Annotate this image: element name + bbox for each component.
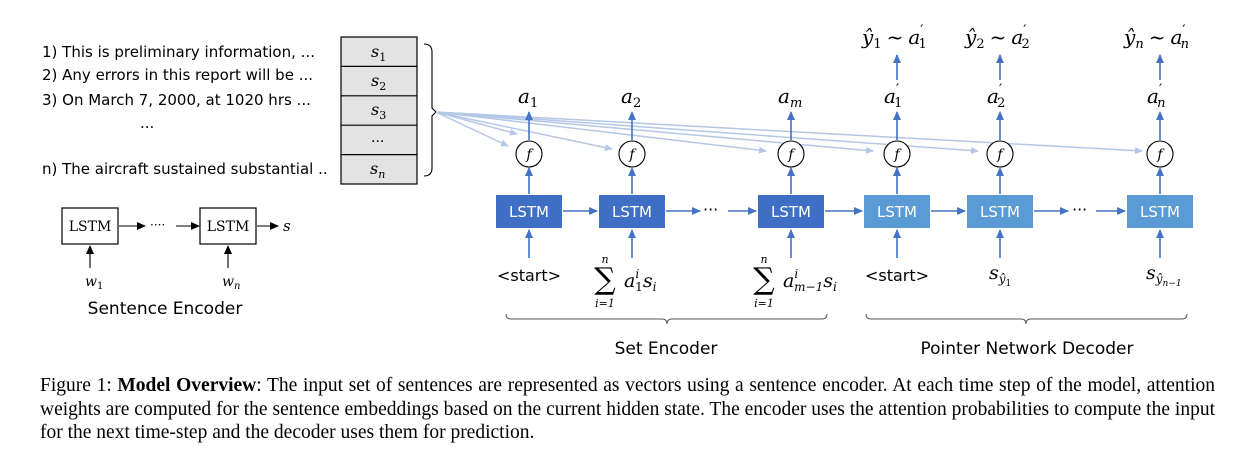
svg-text:i=1: i=1 (595, 297, 615, 310)
attention-functions: f f f f f f (515, 140, 1174, 168)
svg-text:n: n (760, 253, 767, 266)
svg-text:LSTM: LSTM (509, 203, 549, 221)
stack-bracket (423, 43, 437, 177)
svg-text:f: f (628, 147, 637, 163)
am-label: am (778, 84, 802, 111)
stack-sn: sn (370, 159, 385, 181)
word-w1: w1 (85, 274, 103, 292)
svg-text:∑: ∑ (594, 262, 616, 297)
a2-prime-label: a′2 (987, 82, 1005, 111)
svg-text:f: f (1156, 147, 1165, 163)
decoder-lstm-2 (967, 195, 1033, 228)
svg-text:∑: ∑ (753, 262, 775, 297)
an-prime-label: a′n (1147, 82, 1166, 111)
decoder-start-token: <start> (865, 266, 929, 285)
decoder-input-s-yn-1: sŷn−1 (1146, 262, 1182, 289)
svg-text:f: f (787, 147, 796, 163)
sentence-n: n) The aircraft sustained substantial .. (42, 160, 328, 178)
a1-label: a1 (518, 84, 538, 111)
set-encoder-label: Set Encoder (615, 339, 718, 359)
sentence-3: 3) On March 7, 2000, at 1020 hrs ... (42, 91, 311, 109)
sentence-embedding-stack: s1 s2 s3 ... sn (340, 36, 437, 185)
f-node-1: f (515, 140, 543, 168)
f-node-m: f (777, 140, 805, 168)
decoder-chain-dots: ··· (1072, 200, 1087, 219)
lstm-chain: LSTM LSTM LSTM LSTM LSTM LSTM (496, 195, 1193, 228)
svg-text:LSTM: LSTM (980, 203, 1020, 221)
sentence-lstm-n (199, 207, 257, 245)
yn-prediction: ŷn~a′n (1123, 23, 1189, 52)
svg-text:f: f (996, 147, 1005, 163)
encoder-chain-dots: ··· (703, 200, 718, 219)
sentence-encoder-label: Sentence Encoder (88, 299, 243, 319)
svg-text:i=1: i=1 (754, 297, 774, 310)
f-node-dec-2: f (986, 140, 1014, 168)
sentence-2: 2) Any errors in this report will be ... (42, 66, 313, 84)
word-wn: wn (222, 274, 240, 292)
set-encoder-bracket (505, 313, 828, 325)
stack-dots: ... (371, 130, 384, 146)
svg-text:LSTM: LSTM (69, 219, 112, 235)
svg-text:LSTM: LSTM (877, 203, 917, 221)
caption-title: Model Overview (117, 375, 257, 396)
encoder-lstm-2 (599, 195, 665, 228)
svg-text:aim−1si: aim−1si (783, 267, 837, 294)
pointer-decoder-label: Pointer Network Decoder (921, 339, 1134, 359)
encoder-start-token: <start> (497, 266, 561, 285)
a1-prime-label: a′1 (884, 82, 902, 111)
svg-text:LSTM: LSTM (1140, 203, 1180, 221)
stack-s3: s3 (371, 100, 386, 122)
y2-prediction: ŷ2~a′2 (964, 23, 1030, 52)
sentence-lstm-1 (61, 207, 119, 245)
svg-text:LSTM: LSTM (207, 219, 250, 235)
sentence-embedding-output: s (283, 217, 291, 235)
encoder-lstm-m (758, 195, 824, 228)
svg-text:LSTM: LSTM (771, 203, 811, 221)
svg-text:n: n (601, 253, 608, 266)
svg-text:f: f (525, 147, 534, 163)
attention-outputs: a1 a2 am a′1 a′2 a′n (518, 82, 1166, 111)
sentence-ellipsis: ... (140, 114, 154, 132)
svg-text:f: f (893, 147, 902, 163)
y1-prediction: ŷ1~a′1 (861, 23, 927, 52)
pointer-decoder-bracket (865, 313, 1188, 325)
caption-prefix: Figure 1: (40, 375, 118, 396)
a2-label: a2 (621, 84, 641, 111)
sentence-encoder: LSTM LSTM ···· s w1 wn Sentence Encoder (61, 207, 291, 319)
input-sentences: 1) This is preliminary information, ... … (42, 43, 328, 178)
vertical-arrows (525, 54, 1164, 258)
decoder-input-s-y1: sŷ1 (989, 262, 1011, 289)
figure-caption: Figure 1: Model Overview: The input set … (40, 374, 1215, 445)
sentence-1: 1) This is preliminary information, ... (42, 43, 315, 61)
f-node-dec-1: f (883, 140, 911, 168)
encoder-lstm-1 (496, 195, 562, 228)
caption-body: : The input set of sentences are represe… (40, 375, 1215, 443)
decoder-lstm-n (1127, 195, 1193, 228)
stack-s1: s1 (371, 42, 386, 64)
f-node-dec-n: f (1146, 140, 1174, 168)
sentence-encoder-dots: ···· (150, 218, 165, 232)
predictions: ŷ1~a′1 ŷ2~a′2 ŷn~a′n (861, 23, 1189, 52)
f-node-2: f (618, 140, 646, 168)
model-overview-diagram: 1) This is preliminary information, ... … (42, 23, 1193, 359)
svg-text:LSTM: LSTM (612, 203, 652, 221)
decoder-lstm-1 (864, 195, 930, 228)
group-brackets (505, 313, 1188, 325)
stack-s2: s2 (371, 71, 386, 93)
